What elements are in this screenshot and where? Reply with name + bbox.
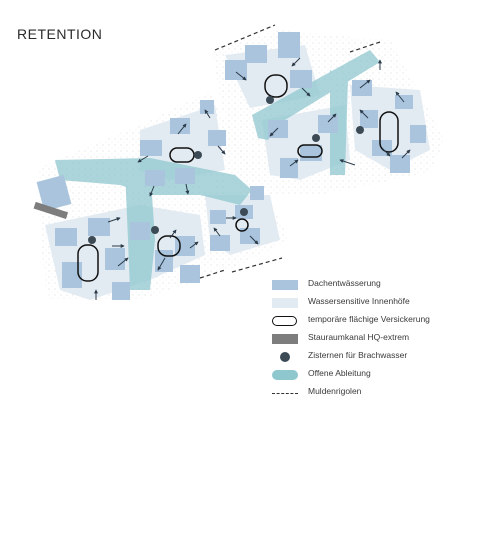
legend-item-courtyard: Wassersensitive Innenhöfe [272, 294, 472, 312]
cistern-dot-icon [280, 352, 290, 362]
legend-item-swale: Muldenrigolen [272, 384, 472, 402]
roof-buildings [36, 32, 426, 300]
storage-canal-swatch-icon [272, 334, 298, 344]
storage-canal [33, 201, 69, 220]
swale-lines [199, 24, 381, 279]
infiltration-outline-icon [272, 316, 297, 326]
open-drain-swatch-icon [272, 370, 298, 380]
legend-item-cistern: Zisternen für Brachwasser [272, 348, 472, 366]
courtyard-swatch-icon [272, 298, 298, 308]
roof-swatch-icon [272, 280, 298, 290]
dashed-line-icon [272, 393, 298, 394]
site-plan-map [33, 24, 445, 300]
map-title: RETENTION [17, 26, 103, 42]
cistern-points [88, 96, 364, 244]
legend-item-storage-canal: Stauraumkanal HQ-extrem [272, 330, 472, 348]
drainage-arrows [94, 57, 411, 300]
legend-item-temporary-infiltration: temporäre flächige Versickerung [272, 312, 472, 330]
legend: Dachentwässerung Wassersensitive Innenhö… [272, 276, 472, 402]
legend-item-roof: Dachentwässerung [272, 276, 472, 294]
legend-item-open-drain: Offene Ableitung [272, 366, 472, 384]
